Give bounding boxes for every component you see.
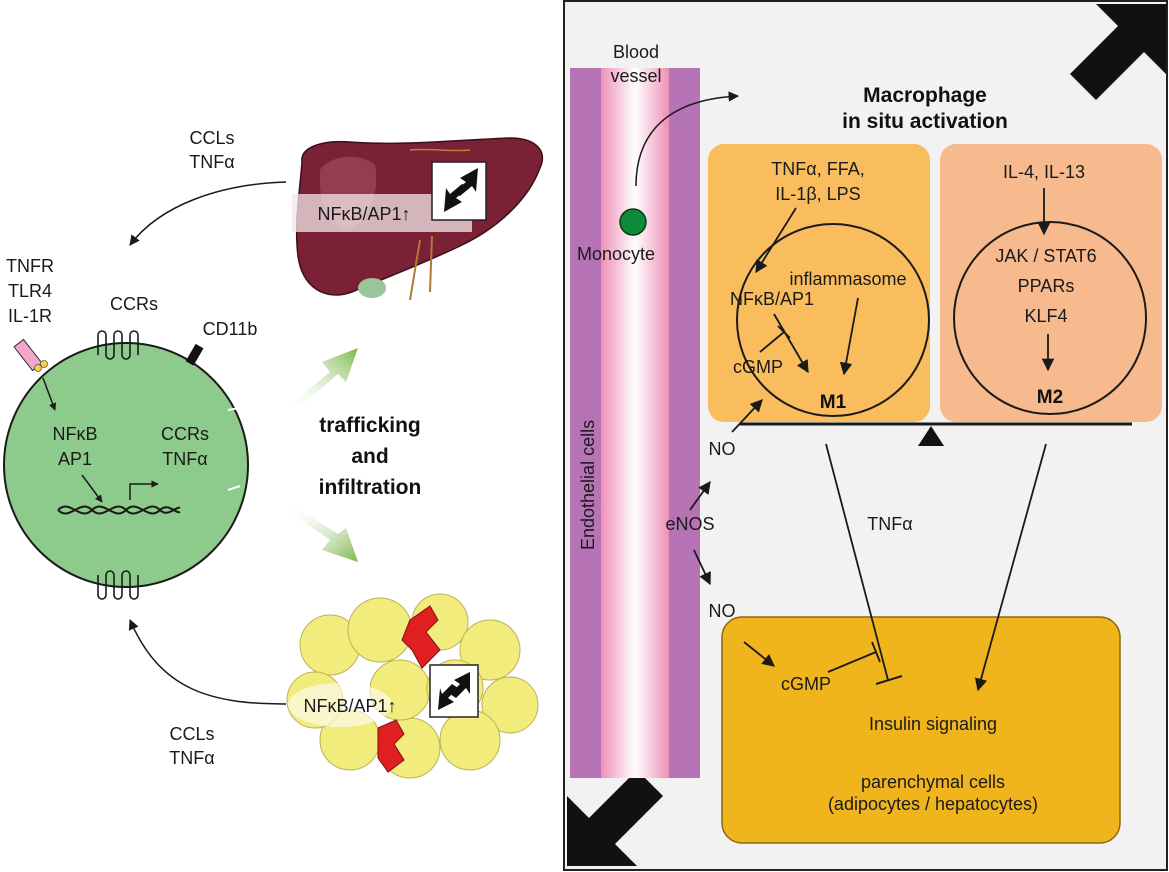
no-to-insulin-cgmp-arrow — [743, 641, 775, 667]
macrophage-title-1: Macrophage — [863, 84, 987, 107]
no-bottom-label: NO — [709, 601, 736, 621]
ccl-bottom-label-1: CCLs — [169, 724, 214, 744]
tnfa-inner-label: TNFα — [162, 449, 207, 469]
nfkb-label: NFκB — [53, 424, 98, 444]
m1-label: M1 — [820, 392, 847, 413]
m1-circle — [736, 223, 930, 417]
m2-pathway-2: PPARs — [1018, 276, 1075, 296]
insulin-box — [721, 616, 1121, 844]
m1-cgmp-inhibit-bar — [777, 325, 791, 339]
enos-label: eNOS — [665, 514, 714, 534]
receptor-label-1: TNFR — [6, 256, 54, 276]
m1-nfkb-label: NFκB/AP1 — [730, 289, 814, 309]
ccrs-top-label: CCRs — [110, 294, 158, 314]
cd11b-shape — [185, 343, 204, 366]
adipose-inset-arrow-1 — [450, 672, 470, 698]
receptor-label-3: IL-1R — [8, 306, 52, 326]
m1-cgmp-label: cGMP — [733, 357, 783, 377]
transcription-arrow — [129, 480, 159, 500]
liver-inset-arrow-2 — [444, 184, 468, 212]
receptor-label-2: TLR4 — [8, 281, 52, 301]
no-to-cgmp-arrow — [731, 399, 763, 433]
liver: NFκB/AP1↑ — [292, 137, 543, 301]
membrane-tick-2 — [227, 485, 241, 491]
macrophage-title-2: in situ activation — [842, 110, 1008, 133]
and-label: and — [351, 445, 388, 468]
enos-up-arrow — [689, 480, 711, 511]
corner-arrow-bottom-left — [567, 770, 663, 866]
cgmp-inhibit-line — [827, 651, 877, 673]
adipose-tissue: NFκB/AP1↑ — [286, 593, 539, 779]
m1-stimuli-2: IL-1β, LPS — [775, 184, 860, 204]
m2-box — [940, 144, 1162, 422]
blood-vessel-label-1: Blood — [613, 42, 659, 62]
right-panel: Blood vessel Endothelial cells Monocyte … — [563, 0, 1168, 871]
vessel-lumen — [601, 68, 669, 778]
m2-pathway-1: JAK / STAT6 — [995, 246, 1096, 266]
cgmp-inhibit-bar — [871, 641, 881, 663]
tnfa-inhibit-bar — [875, 675, 903, 685]
insulin-signaling-label: Insulin signaling — [869, 714, 997, 734]
ccr-top-shape — [97, 330, 139, 360]
inflammasome-label: inflammasome — [789, 269, 906, 289]
ccl-top-label-2: TNFα — [189, 152, 234, 172]
ap1-label: AP1 — [58, 449, 92, 469]
adipose-inset-arrow-2 — [438, 684, 458, 710]
blood-vessel-label-2: vessel — [610, 66, 661, 86]
ccl-top-arrow — [129, 181, 287, 246]
endothelial-label: Endothelial cells — [578, 420, 598, 550]
m2-circle — [953, 221, 1147, 415]
dna-strand-2 — [57, 505, 181, 515]
ccl-bottom-label-2: TNFα — [169, 748, 214, 768]
m2-label: M2 — [1037, 387, 1063, 408]
enos-down-arrow — [693, 549, 711, 586]
monocyte-cell — [619, 208, 647, 236]
ccr-bottom-shape — [97, 570, 139, 600]
liver-nfkb-label: NFκB/AP1↑ — [317, 204, 410, 224]
m1-cgmp-inhibit-line — [759, 331, 785, 353]
m1-box — [708, 144, 930, 422]
monocyte-arrow — [635, 91, 740, 187]
ccl-top-label-1: CCLs — [189, 128, 234, 148]
receptor-dot-2 — [40, 360, 48, 368]
m1-stimuli-arrow — [755, 207, 797, 274]
trafficking-label: trafficking — [319, 414, 421, 437]
m2-to-insulin-arrow — [974, 443, 1047, 692]
parenchymal-label-2: (adipocytes / hepatocytes) — [828, 794, 1038, 814]
trafficking-arrow-down — [286, 506, 358, 562]
left-panel: CCLs TNFα CCLs TNFα TNFR TLR4 IL-1R CCRs… — [3, 128, 543, 779]
macrophage-cell — [3, 342, 249, 588]
m2-stimuli-label: IL-4, IL-13 — [1003, 162, 1085, 182]
tnfa-label: TNFα — [867, 514, 912, 534]
trafficking-arrow-up — [286, 348, 358, 412]
parenchymal-label-1: parenchymal cells — [861, 772, 1005, 792]
membrane-tick-1 — [227, 407, 241, 411]
insulin-cgmp-label: cGMP — [781, 674, 831, 694]
inflammasome-arrow — [839, 297, 859, 376]
m2-pathway-3: KLF4 — [1024, 306, 1067, 326]
tnfa-inhibit-line — [825, 443, 889, 681]
no-top-label: NO — [709, 439, 736, 459]
receptor-arrow — [42, 377, 57, 411]
corner-arrow-top-right — [1070, 4, 1166, 100]
infiltration-label: infiltration — [319, 476, 422, 499]
m1-stimuli-1: TNFα, FFA, — [771, 159, 864, 179]
ccl-bottom-arrow — [128, 619, 287, 705]
cd11b-label: CD11b — [203, 319, 258, 339]
receptor-dot-1 — [34, 364, 42, 372]
monocyte-label: Monocyte — [577, 244, 655, 264]
m1-nfkb-arrow — [773, 313, 809, 374]
nfkb-arrow — [81, 474, 103, 503]
balance-fulcrum — [918, 426, 944, 446]
ccrs-inner-label: CCRs — [161, 424, 209, 444]
adipose-nfkb-label: NFκB/AP1↑ — [303, 696, 396, 716]
